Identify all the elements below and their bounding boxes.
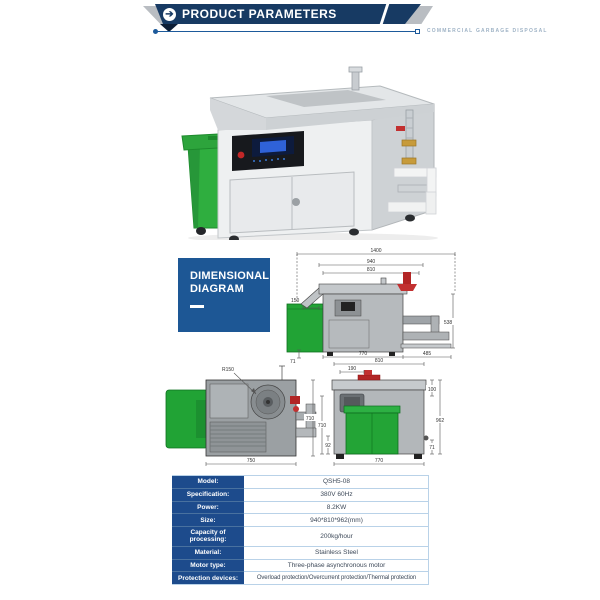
side-view-drawing: 1400 940 810 150 538 71 770 485 bbox=[286, 248, 456, 364]
arrow-circle-icon: ➔ bbox=[163, 7, 176, 21]
line-dot-left bbox=[153, 29, 158, 34]
section-label-line2: DIAGRAM bbox=[190, 283, 244, 295]
front-view-bin bbox=[343, 405, 401, 455]
dim-front-92: 92 bbox=[325, 443, 331, 449]
spec-value-specification: 380V 60Hz bbox=[244, 489, 429, 502]
dim-side-485: 485 bbox=[423, 351, 432, 357]
side-view-pipes bbox=[397, 272, 452, 349]
red-valve bbox=[396, 126, 405, 131]
dim-front-71: 71 bbox=[429, 445, 435, 451]
control-panel bbox=[232, 131, 304, 171]
spec-label-protection: Protection devices: bbox=[172, 572, 244, 584]
dim-side-71: 71 bbox=[290, 359, 296, 364]
dim-top-710: 710 bbox=[306, 416, 315, 422]
spec-label-material: Material: bbox=[172, 546, 244, 560]
red-handle bbox=[357, 374, 381, 381]
banner-fold-decoration bbox=[160, 24, 178, 32]
dim-side-940: 940 bbox=[367, 259, 376, 265]
spec-value-power: 8.2KW bbox=[244, 502, 429, 515]
section-label-dimensional-diagram: DIMENSIONAL DIAGRAM bbox=[178, 258, 270, 332]
side-view-bin bbox=[286, 303, 324, 353]
spec-value-material: Stainless Steel bbox=[244, 547, 429, 560]
spec-label-capacity: Capacity of processing: bbox=[172, 527, 244, 547]
plumbing bbox=[387, 109, 437, 215]
front-view-drawing: 810 190 100 962 71 710 92 770 bbox=[316, 358, 446, 466]
dim-side-total: 1400 bbox=[370, 248, 381, 254]
spec-value-protection: Overload protection/Overcurrent protecti… bbox=[256, 575, 417, 582]
spec-label-motor-type: Motor type: bbox=[172, 559, 244, 573]
top-view-machine bbox=[205, 365, 300, 457]
red-fitting bbox=[290, 396, 300, 404]
spec-label-power: Power: bbox=[172, 501, 244, 515]
dim-front-962: 962 bbox=[436, 418, 445, 424]
spec-table: Model: QSH5-08 Specification: 380V 60Hz … bbox=[172, 475, 429, 585]
inlet-pipe bbox=[351, 69, 360, 91]
door-handle bbox=[292, 198, 300, 206]
dim-front-770: 770 bbox=[375, 458, 384, 464]
dim-front-810: 810 bbox=[375, 358, 384, 364]
brass-fitting bbox=[401, 139, 417, 147]
header-underline bbox=[155, 31, 417, 32]
spec-label-size: Size: bbox=[172, 514, 244, 527]
line-dot-right bbox=[415, 29, 420, 34]
top-view-drawing: R150 710 750 bbox=[165, 365, 317, 466]
dim-side-538: 538 bbox=[444, 320, 453, 326]
section-label-dash bbox=[190, 305, 204, 308]
product-photo bbox=[181, 66, 438, 240]
machine-body bbox=[209, 66, 435, 240]
cabinet-doors bbox=[229, 171, 355, 234]
dim-front-190: 190 bbox=[348, 366, 357, 372]
side-view-machine bbox=[300, 277, 408, 356]
dim-side-770: 770 bbox=[359, 351, 368, 357]
section-label-line1: DIMENSIONAL bbox=[190, 270, 270, 282]
dim-front-100: 100 bbox=[428, 387, 437, 393]
dim-side-810: 810 bbox=[367, 267, 376, 273]
spec-value-capacity: 200kg/hour bbox=[244, 527, 429, 547]
dim-top-radius: R150 bbox=[222, 367, 234, 373]
red-button bbox=[237, 151, 245, 159]
spec-label-specification: Specification: bbox=[172, 488, 244, 502]
page-title: PRODUCT PARAMETERS bbox=[182, 7, 337, 21]
dim-top-750: 750 bbox=[247, 458, 256, 464]
spec-value-size: 940*810*962(mm) bbox=[244, 514, 429, 527]
spec-value-model: QSH5-08 bbox=[244, 476, 429, 489]
dim-front-710: 710 bbox=[318, 423, 327, 429]
header-banner: ➔ PRODUCT PARAMETERS bbox=[155, 4, 421, 24]
spec-label-model: Model: bbox=[172, 476, 244, 489]
header-subtitle: COMMERCIAL GARBAGE DISPOSAL bbox=[427, 28, 548, 34]
spec-value-motor-type: Three-phase asynchronous motor bbox=[244, 560, 429, 573]
dim-side-150: 150 bbox=[291, 298, 300, 304]
